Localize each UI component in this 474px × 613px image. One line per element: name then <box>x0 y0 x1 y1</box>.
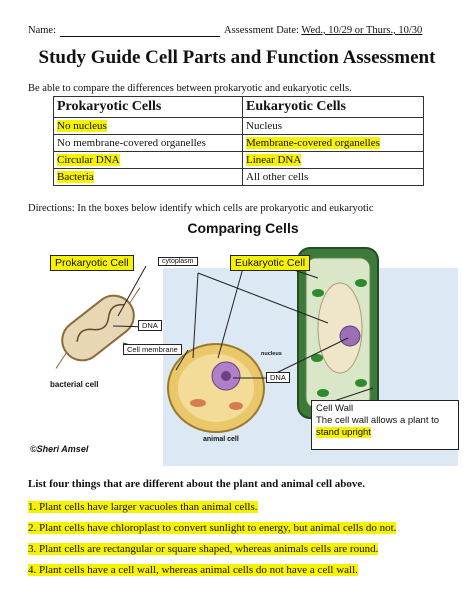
table-cell: Circular DNA <box>53 151 243 169</box>
pointer-line <box>265 337 349 379</box>
animal-cytoplasm-icon <box>178 354 254 422</box>
table-cell: Nucleus <box>242 117 424 135</box>
chloroplast-icon <box>355 379 367 387</box>
pointer-line <box>117 265 147 317</box>
pointer-line <box>197 272 329 324</box>
answer-text: 1. Plant cells have larger vacuoles than… <box>28 501 258 513</box>
animal-cell-label: animal cell <box>203 436 239 443</box>
date-value: Wed., 10/29 or Thurs., 10/30 <box>301 25 423 36</box>
chloroplast-icon <box>317 389 329 397</box>
cell-text: No nucleus <box>57 120 107 132</box>
prokaryotic-label-box: Prokaryotic Cell <box>50 255 134 271</box>
table-row: No membrane-covered organelles Membrane-… <box>53 134 424 152</box>
cell-wall-text-highlight: stand upright <box>316 427 371 438</box>
chloroplast-icon <box>311 354 323 362</box>
cytoplasm-label-box: cytoplasm <box>158 257 198 266</box>
directions-text: Directions: In the boxes below identify … <box>28 203 374 214</box>
cell-wall-title: Cell Wall <box>316 403 354 414</box>
plant-nucleus-icon <box>339 325 361 347</box>
cell-wall-text: The cell wall allows a plant to <box>316 415 440 426</box>
dna-label-box-2: DNA <box>266 372 290 383</box>
nucleolus-icon <box>221 371 231 381</box>
table-cell: Linear DNA <box>242 151 424 169</box>
cell-text: Bacteria <box>57 171 94 183</box>
diagram-title: Comparing Cells <box>187 220 299 236</box>
table-cell: Bacteria <box>53 168 243 186</box>
cell-illustration <box>55 247 458 466</box>
table-row: Circular DNA Linear DNA <box>53 151 424 169</box>
table-cell: No nucleus <box>53 117 243 135</box>
mitochondria-icon <box>190 399 206 407</box>
intro-text: Be able to compare the differences betwe… <box>28 83 352 94</box>
table-header-row: Prokaryotic Cells Eukaryotic Cells <box>53 96 424 118</box>
answer-text: 3. Plant cells are rectangular or square… <box>28 543 379 555</box>
answer-item: 4. Plant cells have a cell wall, whereas… <box>28 564 358 576</box>
bacterial-cell-label: bacterial cell <box>50 380 99 389</box>
cell-comparison-diagram: Comparing Cells Prokaryotic Cell cytopla… <box>28 218 459 466</box>
dna-label-box: DNA <box>138 320 162 331</box>
cell-membrane-label-box: Cell membrane <box>123 344 182 355</box>
chloroplast-icon <box>312 289 324 297</box>
name-blank-line <box>60 36 220 37</box>
cell-text: Linear DNA <box>246 154 302 166</box>
pointer-line <box>175 349 189 371</box>
date-label: Assessment Date: <box>224 25 302 36</box>
nucleus-label: nucleus <box>261 351 282 357</box>
table-cell: Membrane-covered organelles <box>242 134 424 152</box>
answer-item: 1. Plant cells have larger vacuoles than… <box>28 501 258 513</box>
question-heading: List four things that are different abou… <box>28 478 366 490</box>
cell-text: Membrane-covered organelles <box>246 137 380 149</box>
header-prokaryotic: Prokaryotic Cells <box>53 96 243 118</box>
cell-text: Circular DNA <box>57 154 120 166</box>
assessment-date: Assessment Date: Wed., 10/29 or Thurs., … <box>224 25 422 36</box>
credit-label: ©Sheri Amsel <box>30 444 89 454</box>
page-title: Study Guide Cell Parts and Function Asse… <box>38 47 436 68</box>
table-cell: All other cells <box>242 168 424 186</box>
pointer-line <box>192 272 199 359</box>
cell-wall-box: Cell Wall The cell wall allows a plant t… <box>311 400 459 450</box>
table-cell: No membrane-covered organelles <box>53 134 243 152</box>
plant-vacuole-icon <box>317 282 363 374</box>
comparison-table: Prokaryotic Cells Eukaryotic Cells No nu… <box>53 96 424 186</box>
answer-text: 2. Plant cells have chloroplast to conve… <box>28 522 397 534</box>
table-row: No nucleus Nucleus <box>53 117 424 135</box>
bacterial-cell-icon <box>55 287 141 369</box>
table-row: Bacteria All other cells <box>53 168 424 186</box>
chloroplast-icon <box>355 279 367 287</box>
header-eukaryotic: Eukaryotic Cells <box>242 96 424 118</box>
name-label: Name: <box>28 25 56 36</box>
answer-item: 3. Plant cells are rectangular or square… <box>28 543 379 555</box>
mitochondria-icon <box>229 402 243 410</box>
eukaryotic-label-box: Eukaryotic Cell <box>230 255 311 271</box>
answer-item: 2. Plant cells have chloroplast to conve… <box>28 522 397 534</box>
pointer-line <box>217 267 244 359</box>
answer-text: 4. Plant cells have a cell wall, whereas… <box>28 564 358 576</box>
